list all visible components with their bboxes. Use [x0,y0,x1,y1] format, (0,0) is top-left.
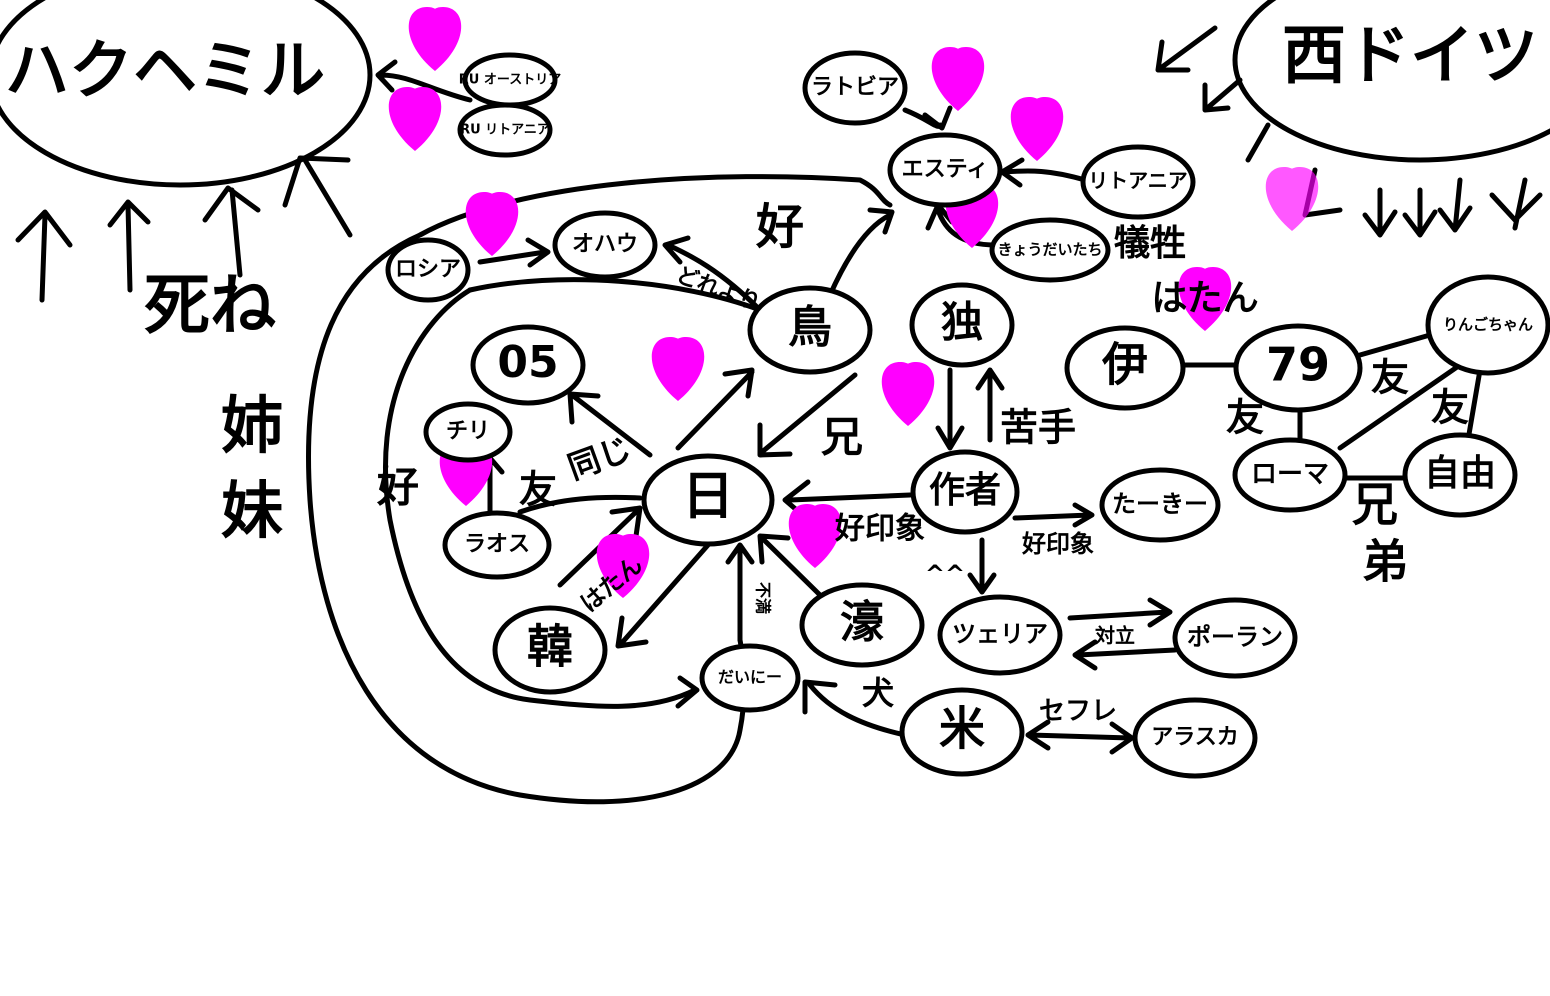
node-daini: だいにー [699,643,801,713]
node-kan: 韓 [492,605,608,695]
smile-label: ^^ [925,560,965,588]
svg-text:RU オーストリア: RU オーストリア [459,73,561,88]
svg-text:だいにー: だいにー [718,668,782,687]
node-nichi: 日 [641,453,775,547]
svg-text:ラトビア: ラトビア [811,75,899,100]
hakuhemiru-group-label: ハクヘミル [5,35,325,109]
sefure-label: セフレ [1039,697,1117,727]
koin-label-left: 好印象 [834,512,925,547]
hakuhemiru-group-ellipse [0,0,373,188]
heart-icon [465,192,519,256]
node-jiyuu: 自由 [1402,432,1518,518]
heart-icon [788,504,842,568]
taiketsu-label: 対立 [1094,624,1135,648]
heart-icon [388,87,442,151]
shine-arrows [15,155,353,303]
node-aresuka: アラスカ [1132,697,1258,779]
heart-icon [881,362,935,426]
svg-text:ツェリア: ツェリア [952,620,1048,648]
svg-text:米: 米 [939,702,985,756]
shimai-label-2: 妹 [221,474,283,547]
node-ritoania: リトアニア [1080,144,1196,220]
svg-text:エスティ: エスティ [902,157,989,182]
node-esuti: エスティ [887,132,1003,208]
svg-text:伊: 伊 [1101,338,1148,392]
svg-text:オハウ: オハウ [572,232,638,257]
suki-label-left: 好 [376,463,419,512]
node-doku: 独 [909,282,1015,368]
heart-icon [1265,167,1319,231]
svg-text:ポーラン: ポーラン [1187,623,1283,651]
node-sakusha: 作者 [910,449,1020,535]
tomo4-label: 友 [1431,386,1469,430]
onaji-label: 同じ [563,429,636,487]
node-ohau: オハウ [552,210,658,280]
node-i: 伊 [1064,325,1186,411]
heart-icon [931,47,985,111]
node-os: 05 [470,324,586,406]
koin-label-right: 好印象 [1021,530,1094,558]
kyoudai-label-1: 兄 [1352,478,1398,532]
heart-icon [408,7,462,71]
svg-text:アラスカ: アラスカ [1151,725,1239,750]
ani-label: 兄 [821,413,863,462]
tomo3-label: 友 [1371,356,1409,400]
fuman-label: 不満 [754,582,773,614]
edges [375,59,1483,755]
gisei-label: 犠牲 [1114,223,1186,264]
shimai-label-1: 姉 [221,389,283,462]
node-79: 79 [1233,323,1363,413]
tomo2-label: 友 [1226,396,1264,440]
inu-label: 犬 [862,674,894,712]
node-pooran: ポーラン [1172,597,1298,679]
node-ru-austria: RU オーストリア [459,52,561,108]
svg-text:たーきー: たーきー [1112,490,1208,518]
kyoudai-label-2: 弟 [1362,535,1408,589]
svg-text:きょうだいたち: きょうだいたち [997,241,1102,259]
svg-text:ラオス: ラオス [464,532,530,557]
node-tsuerima: ツェリア [937,594,1063,676]
svg-text:05: 05 [497,337,558,388]
nishi-doitsu-group-label: 西ドイツ [1282,20,1538,94]
node-gou: 濠 [799,582,925,668]
shine-label: 死ね [144,267,276,344]
heart-icon [651,337,705,401]
svg-text:ローマ: ローマ [1251,460,1329,490]
svg-text:韓: 韓 [527,620,573,674]
node-bei: 米 [899,687,1025,777]
node-kiyou: きょうだいたち [989,217,1111,283]
node-karasu: 鳥 [747,285,873,375]
nigate-label: 苦手 [1000,406,1076,450]
node-ringo: りんごちゃん [1425,274,1550,376]
node-ratobia: ラトビア [802,50,908,126]
svg-text:79: 79 [1266,338,1330,392]
node-takii: たーきー [1099,467,1221,543]
svg-text:ロシア: ロシア [395,257,461,282]
svg-text:リトアニア: リトアニア [1088,169,1188,193]
sister-loop-inner [383,287,698,709]
node-chiri: チリ [423,401,513,463]
svg-text:鳥: 鳥 [788,302,832,353]
svg-text:自由: 自由 [1424,453,1496,494]
node-roshi: ロシア [385,237,471,303]
nishi-doitsu-group-ellipse [1232,0,1550,163]
svg-text:チリ: チリ [446,419,490,444]
svg-text:作者: 作者 [929,470,1001,511]
node-taisu: ラオス [442,510,552,580]
node-ru-lithuania: RU リトアニア [457,102,553,158]
svg-text:RU リトアニア: RU リトアニア [460,123,550,138]
node-roma: ローマ [1232,437,1348,513]
svg-text:独: 独 [941,298,983,347]
svg-text:濠: 濠 [840,597,884,648]
svg-text:日: 日 [682,467,734,527]
hatan-label-right: はたん [1151,278,1258,319]
svg-text:りんごちゃん: りんごちゃん [1443,316,1533,334]
suki-label-top: 好 [755,199,804,255]
tomo-label: 友 [519,468,557,512]
edge-labels: 好 どれより 同じ 友 はたん 兄 好印象 好印象 苦手 ^^ 不満 犬 セフレ… [519,199,1469,727]
heart-icon [1010,97,1064,161]
